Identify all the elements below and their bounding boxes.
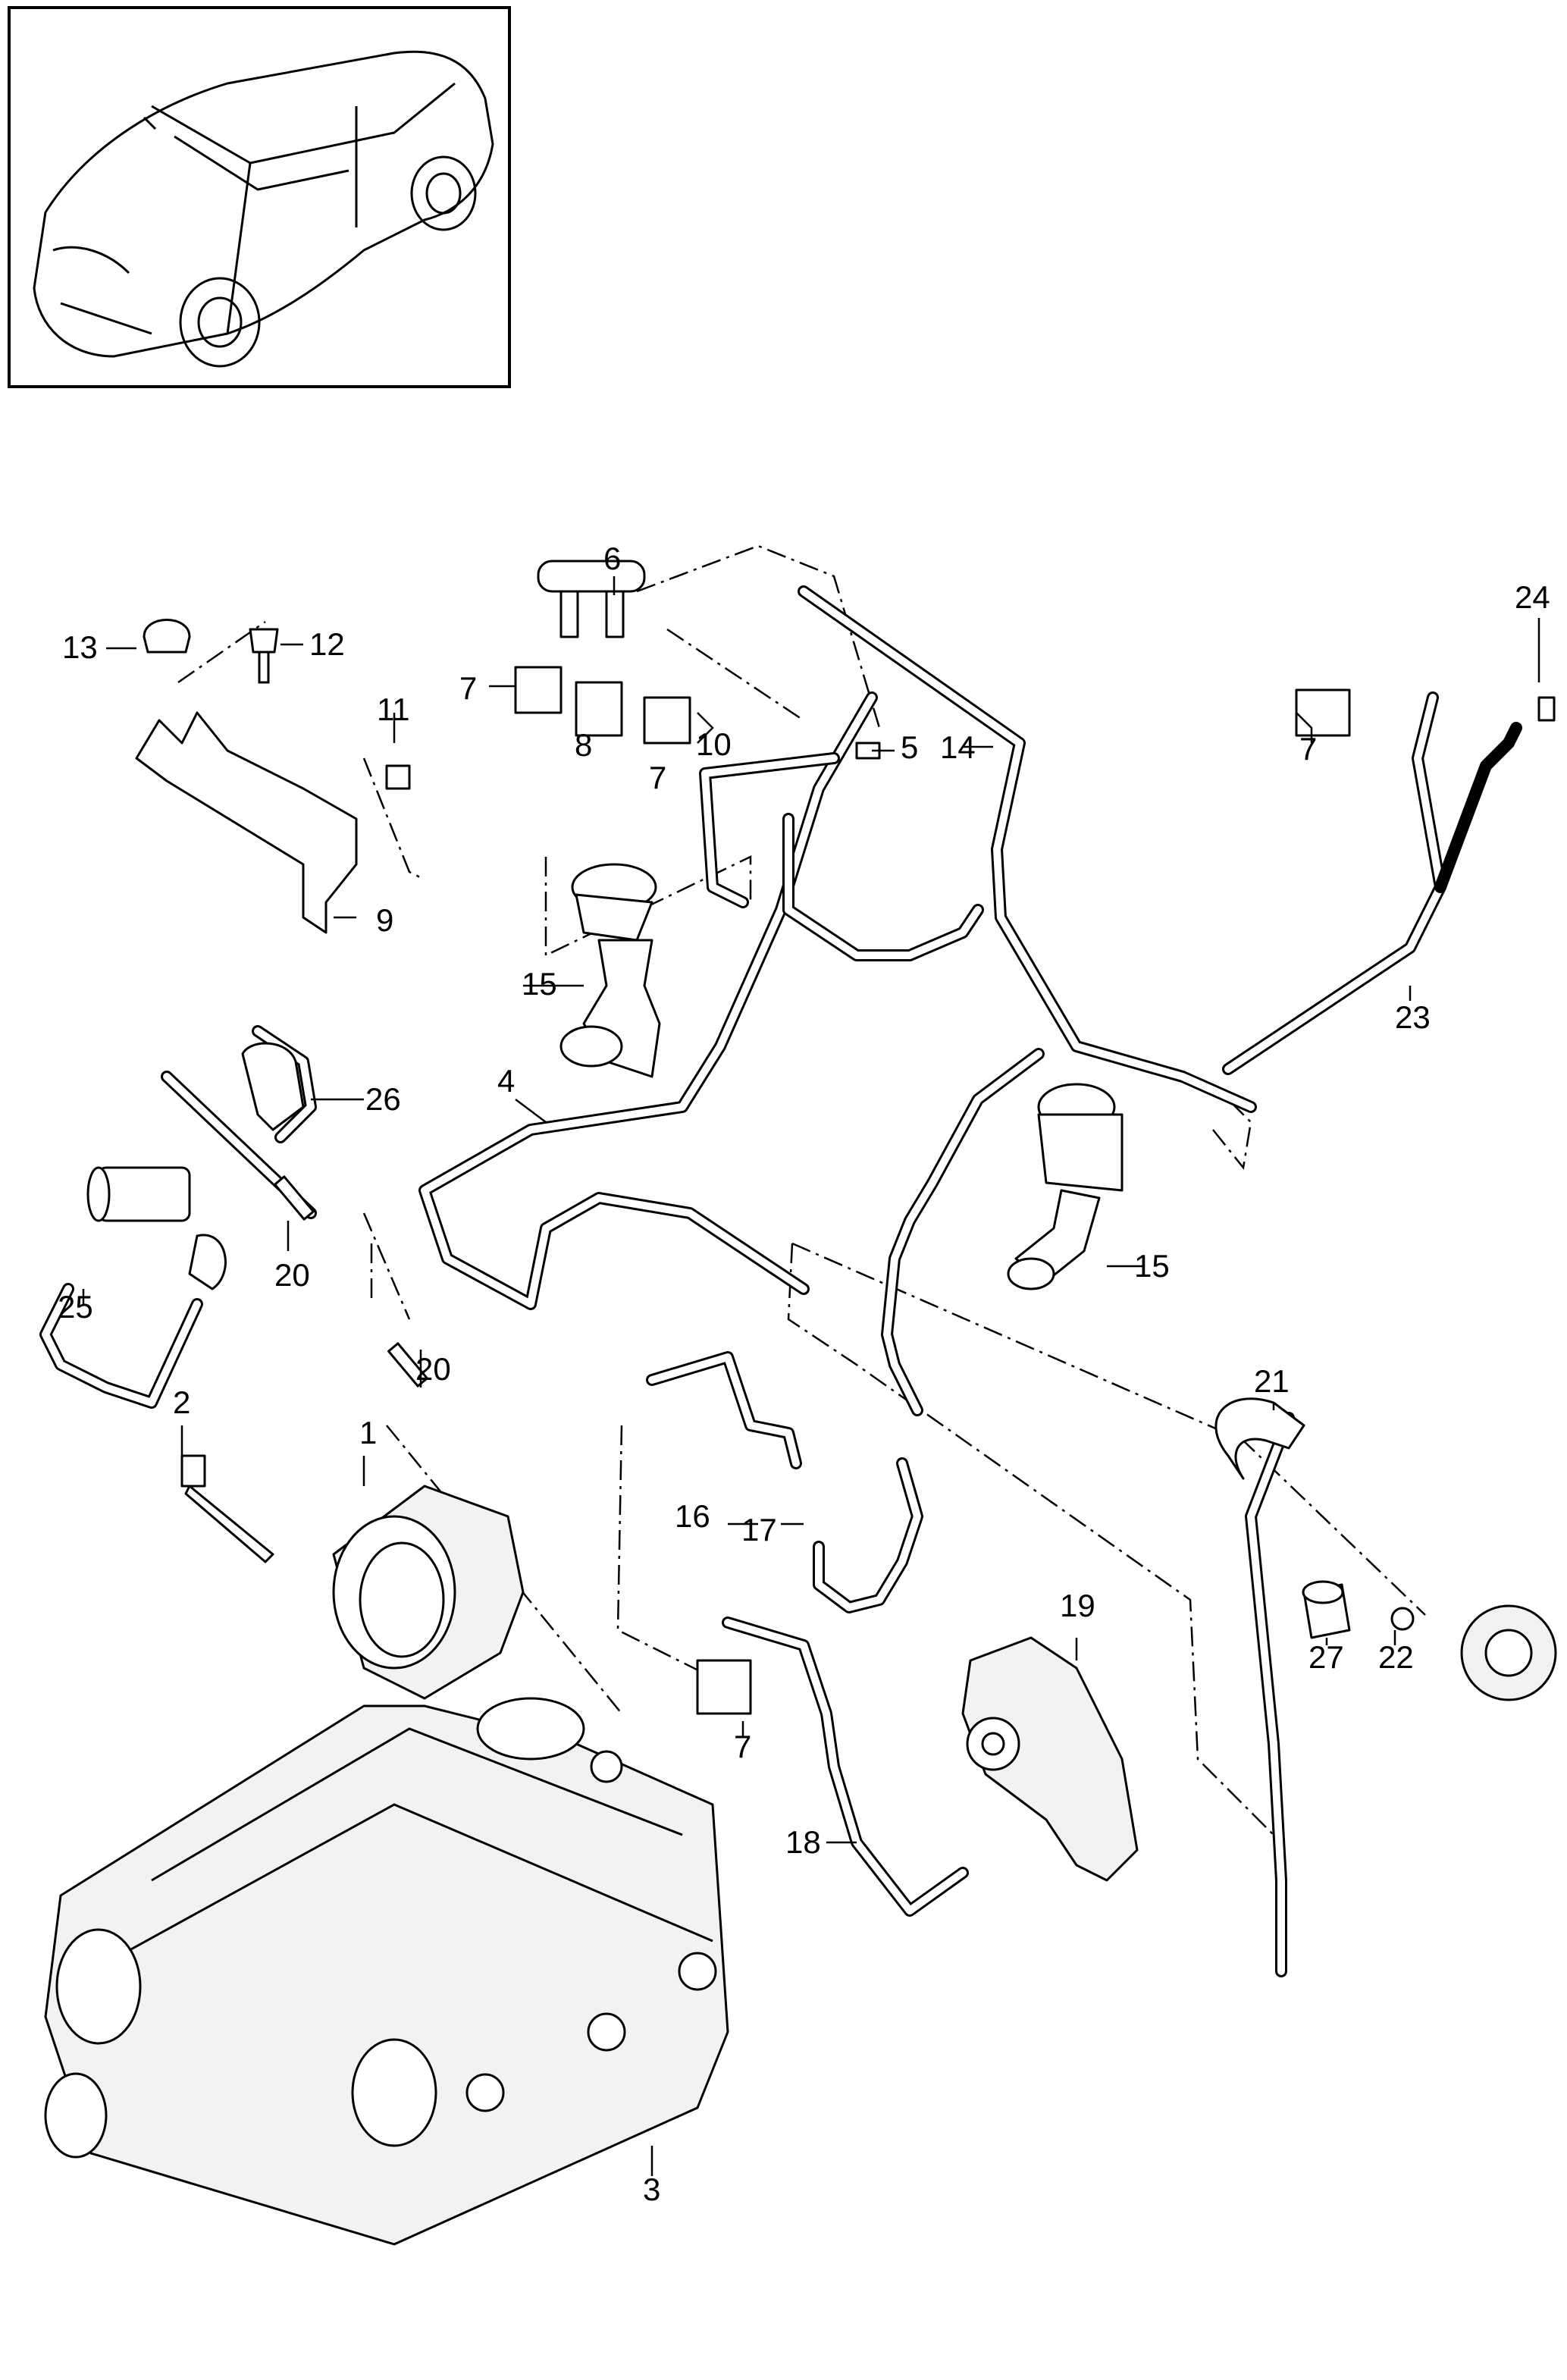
clamp-22 [1390, 1607, 1415, 1631]
filter-27 [1302, 1580, 1351, 1639]
callout-27: 27 [1308, 1639, 1344, 1675]
callout-19: 19 [1060, 1588, 1095, 1623]
callout-26: 26 [365, 1081, 401, 1117]
callout-21: 21 [1254, 1363, 1290, 1399]
callout-2: 2 [173, 1384, 190, 1420]
vacuum-hoses [39, 585, 1522, 1977]
callout-20-a: 20 [274, 1257, 310, 1293]
callout-20-b: 20 [415, 1351, 451, 1387]
callout-15-b: 15 [1134, 1248, 1170, 1284]
callout-24: 24 [1515, 579, 1550, 615]
screws [180, 628, 1556, 1563]
callout-12: 12 [309, 626, 345, 662]
callout-5: 5 [901, 729, 918, 765]
callout-4: 4 [497, 1063, 515, 1099]
callout-14: 14 [940, 729, 976, 765]
callout-17: 17 [741, 1512, 777, 1547]
callout-10: 10 [696, 726, 732, 762]
callout-23: 23 [1395, 999, 1431, 1035]
connectors-20 [274, 1175, 428, 1388]
air-valve-15-lower [1007, 1083, 1124, 1290]
distributor-6 [537, 560, 646, 638]
callout-18: 18 [785, 1824, 821, 1860]
grommet-13 [143, 619, 191, 654]
water-pump-19 [961, 1636, 1139, 1882]
callout-11: 11 [377, 691, 410, 727]
callout-16: 16 [675, 1498, 710, 1534]
leader-lines [82, 576, 1540, 2176]
callout-15-a: 15 [522, 966, 557, 1002]
callout-9: 9 [376, 902, 393, 938]
hose-26 [241, 1042, 305, 1131]
callout-1: 1 [359, 1415, 377, 1450]
callout-3: 3 [643, 2171, 660, 2207]
callout-8: 8 [575, 727, 592, 763]
supercharger-3 [44, 1697, 729, 2246]
vehicle-thumbnail [8, 6, 511, 388]
vacuum-pump-22 [1460, 1604, 1557, 1701]
callout-13: 13 [62, 629, 98, 665]
callout-7-c: 7 [1299, 731, 1317, 767]
callout-22: 22 [1378, 1639, 1414, 1675]
callout-7-d: 7 [734, 1729, 751, 1764]
throttle-body-1 [332, 1485, 525, 1700]
callout-7-b: 7 [649, 760, 666, 795]
callout-6: 6 [603, 541, 621, 576]
callout-7-a: 7 [459, 670, 477, 706]
bracket-9 [135, 711, 358, 934]
air-valve-15-upper [559, 863, 661, 1078]
solenoid-valves-7-8 [514, 666, 1351, 1715]
callout-25: 25 [58, 1289, 93, 1325]
callout-labels: 6 13 12 7 11 10 5 14 8 7 7 24 9 15 23 26… [58, 541, 1550, 2207]
vacuum-pump-25 [86, 1166, 227, 1290]
